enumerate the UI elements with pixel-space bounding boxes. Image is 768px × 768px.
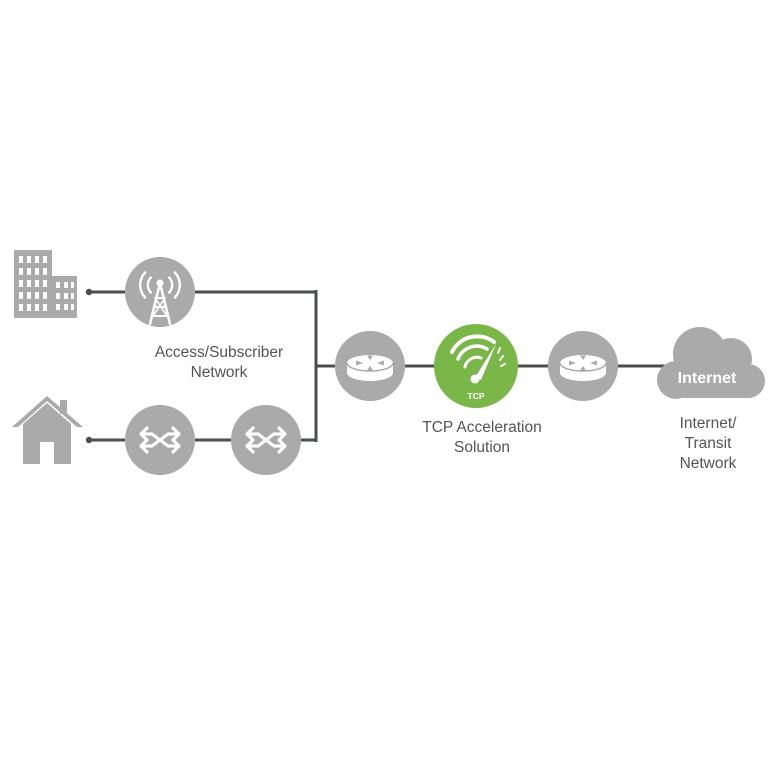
router-node-2[interactable] (548, 331, 618, 401)
gauge-needle (476, 344, 496, 380)
endpoint-dot-house (85, 436, 93, 444)
access-network-label-line-1: Access/Subscriber (154, 344, 284, 361)
endpoint-dot-building (85, 288, 93, 296)
house-icon (12, 396, 83, 464)
tcp-solution-label-line-1: TCP Acceleration (422, 419, 542, 436)
router-icon (346, 355, 394, 381)
speedometer-icon (450, 334, 506, 369)
internet-network-label-line-2: Transit (684, 435, 732, 452)
cell-tower-icon (138, 271, 182, 326)
access-network-label: Access/Subscriber Network (155, 343, 283, 383)
tcp-accelerator-node[interactable]: TCP (434, 324, 518, 408)
switch-node-1[interactable] (125, 405, 195, 475)
switch-icon (245, 426, 287, 454)
router-node-1[interactable] (335, 331, 405, 401)
tcp-solution-label-line-2: Solution (453, 439, 510, 456)
switch-icon (139, 426, 181, 454)
internet-network-label: Internet/ Transit Network (680, 414, 737, 474)
cloud-icon[interactable]: Internet (657, 327, 765, 399)
tower-node[interactable] (125, 257, 195, 327)
tcp-solution-label: TCP Acceleration Solution (422, 418, 541, 458)
router-icon (559, 355, 607, 381)
switch-node-2[interactable] (231, 405, 301, 475)
connection-lines (89, 290, 668, 442)
office-building-icon (14, 250, 77, 318)
internet-network-label-line-3: Network (679, 455, 737, 472)
tcp-badge: TCP (468, 391, 485, 401)
internet-network-label-line-1: Internet/ (679, 415, 737, 432)
access-network-label-line-2: Network (190, 364, 248, 381)
cloud-label: Internet (678, 370, 737, 387)
